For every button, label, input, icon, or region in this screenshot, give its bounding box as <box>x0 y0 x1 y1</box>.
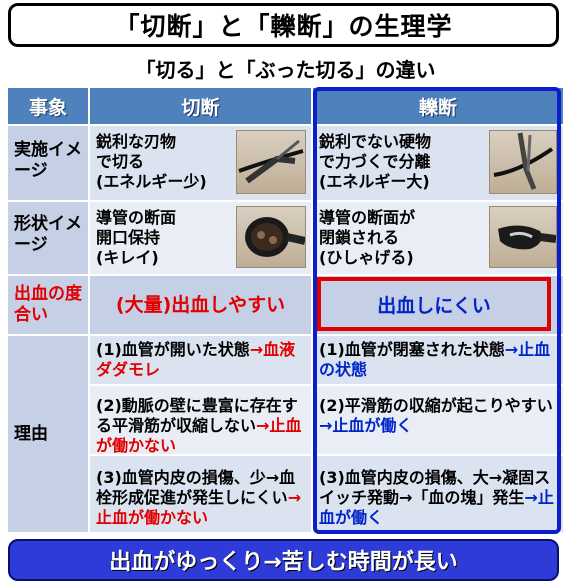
reason-sever-2-accent: →止血が働く <box>319 416 413 435</box>
method-cut-line-2: で切る <box>96 152 145 171</box>
shape-cut-line-3: (キレイ) <box>96 248 159 267</box>
shape-cut-line-2: 開口保持 <box>96 228 161 247</box>
reason-sever-1-text: (1)血管が閉塞された状態 <box>319 340 505 359</box>
shape-sever-line-1: 導管の断面が <box>319 208 416 227</box>
reason-sever-1: (1)血管が閉塞された状態→止血の状態 <box>313 336 563 384</box>
reason-cut-1-text: (1)血管が開いた状態 <box>96 340 250 359</box>
method-sever-line-3: (エネルギー大) <box>319 172 430 191</box>
photo-scissors-cutting <box>236 130 306 194</box>
slide-subtitle: 「切る」と「ぶった切る」の違い <box>135 58 436 82</box>
header-item: 事象 <box>8 88 88 124</box>
cell-shape-sever: 導管の断面が 閉鎖される (ひしゃげる) <box>313 202 563 274</box>
cell-method-cut: 鋭利な刃物 で切る (エネルギー少) <box>90 126 311 200</box>
reason-sever-3: (3)血管内皮の損傷、大→凝固スイッチ発動→「血の塊」発生→止血が働く <box>313 456 563 532</box>
reason-sever-3-accent: →止血が働く <box>319 488 554 527</box>
shape-sever-line-2: 閉鎖される <box>319 228 400 247</box>
reason-cut-2: (2)動脈の壁に豊富に存在する平滑筋が収縮しない→止血が働かない <box>90 386 311 455</box>
reason-sever-1-accent: →止血の状態 <box>319 340 551 379</box>
shape-cut-line-1: 導管の断面 <box>96 208 177 227</box>
reason-cut-1-accent: →血液ダダモレ <box>96 340 296 379</box>
method-sever-line-2: で力づくで分離 <box>319 152 431 171</box>
cell-shape-cut: 導管の断面 開口保持 (キレイ) <box>90 202 311 274</box>
row-label-reason: 理由 <box>8 336 88 532</box>
header-cut: 切断 <box>90 88 311 124</box>
method-sever-line-1: 鋭利でない硬物 <box>319 132 432 151</box>
reason-cut-2-text: (2)動脈の壁に豊富に存在する平滑筋が収縮しない <box>96 396 298 435</box>
method-cut-line-3: (エネルギー少) <box>96 172 207 191</box>
reason-cut-3-text: (3)血管内皮の損傷、少→血栓形成促進が発生しにくい <box>96 468 296 507</box>
cell-method-sever: 鋭利でない硬物 で力づくで分離 (エネルギー大) <box>313 126 563 200</box>
row-label-shape: 形状イメージ <box>8 202 88 274</box>
reason-cut-3-accent: →止血が働かない <box>96 488 302 527</box>
photo-pliers-crushing <box>489 130 557 194</box>
reason-cut-3: (3)血管内皮の損傷、少→血栓形成促進が発生しにくい→止血が働かない <box>90 456 311 532</box>
reason-sever-2: (2)平滑筋の収縮が起こりやすい→止血が働く <box>313 386 563 454</box>
row-label-method: 実施イメージ <box>8 126 88 200</box>
method-cut-line-1: 鋭利な刃物 <box>96 132 177 151</box>
shape-sever-line-3: (ひしゃげる) <box>319 248 414 267</box>
photo-crushed-tube-cross-section <box>489 206 557 268</box>
reason-cut-1: (1)血管が開いた状態→血液ダダモレ <box>90 336 311 384</box>
row-label-bleeding: 出血の度合い <box>8 276 88 334</box>
photo-open-tube-cross-section <box>236 206 306 268</box>
bleeding-sever-highlight: 出血しにくい <box>317 277 551 331</box>
header-sever: 轢断 <box>313 88 563 124</box>
comparison-table: 事象 切断 轢断 実施イメージ 鋭利な刃物 で切る (エネルギー少) 鋭利でない… <box>8 88 563 532</box>
reason-cut-2-accent: →止血が働かない <box>96 416 302 455</box>
conclusion-banner: 出血がゆっくり→苦しむ時間が長い <box>8 539 559 581</box>
slide-title: 「切断」と「轢断」の生理学 <box>8 3 559 47</box>
reason-sever-2-text: (2)平滑筋の収縮が起こりやすい <box>319 396 553 415</box>
reason-sever-3-text: (3)血管内皮の損傷、大→凝固スイッチ発動→「血の塊」発生 <box>319 468 551 507</box>
cell-bleeding-cut: (大量)出血しやすい <box>90 276 311 334</box>
